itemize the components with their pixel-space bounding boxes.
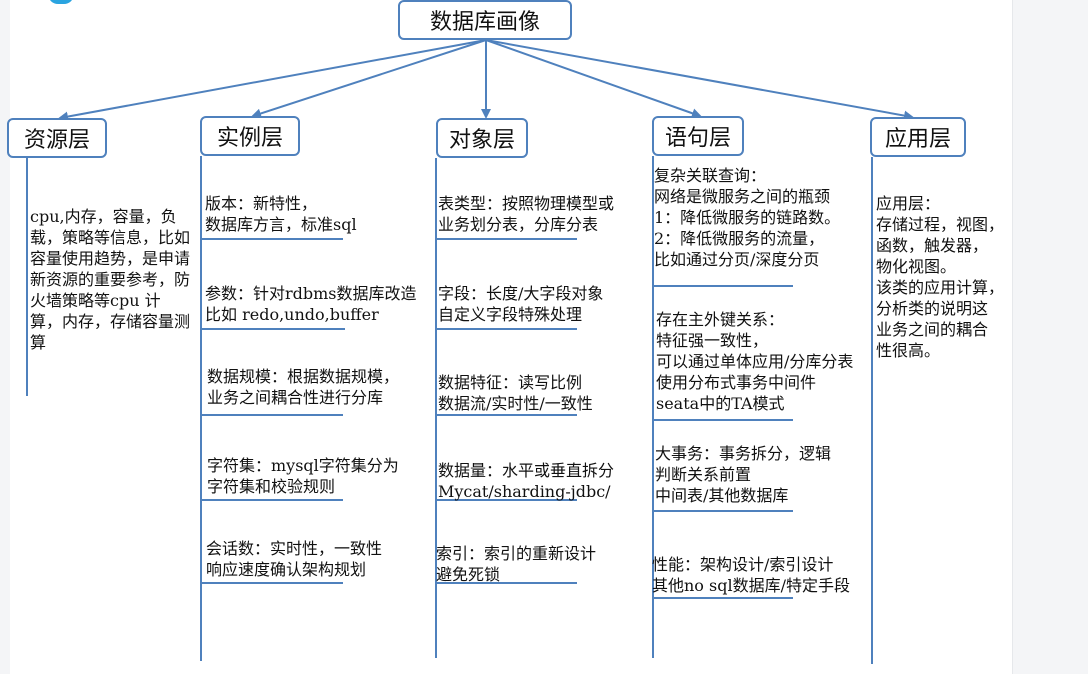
corner-decoration [48,0,74,4]
layer-resource: 资源层 [7,118,107,158]
statement-note-performance: 性能：架构设计/索引设计 其他no sql数据库/特定手段 [652,555,850,595]
object-note-data-volume: 数据量：水平或垂直拆分 Mycat/sharding-jdbc/ [438,461,615,501]
object-branches [436,238,577,584]
instance-note-params: 参数：针对rdbms数据库改造 比如 redo,undo,buffer [205,284,417,324]
right-margin [1012,0,1088,674]
statement-note-foreign-keys: 存在主外键关系： 特征强一致性， 可以通过单体应用/分库分表 使用分布式事务中间… [656,310,854,413]
arrow-to-resource [58,39,487,122]
statement-note-complex-join: 复杂关联查询： 网络是微服务之间的瓶颈 1：降低微服务的链路数。 2：降低微服务… [654,166,841,269]
layer-application: 应用层 [870,117,966,157]
instance-branches [201,238,345,584]
application-note: 应用层： 存储过程，视图， 函数，触发器， 物化视图。 该类的应用计算， 分析类… [876,194,1005,360]
object-note-data-features: 数据特征：读写比例 数据流/实时性/一致性 [438,373,593,413]
statement-branches [653,285,793,599]
layer-statement: 语句层 [652,116,744,156]
statement-note-big-transaction: 大事务：事务拆分，逻辑 判断关系前置 中间表/其他数据库 [655,444,832,505]
instance-note-charset: 字符集：mysql字符集分为 字符集和校验规则 [207,456,399,496]
arrow-to-instance [251,39,487,119]
layer-spines [26,156,873,664]
arrow-to-application [485,39,914,121]
object-note-index: 索引：索引的重新设计 避免死锁 [436,544,597,584]
instance-note-version: 版本：新特性， 数据库方言，标准sql [205,194,357,234]
instance-note-scale: 数据规模：根据数据规模， 业务之间耦合性进行分库 [207,367,400,407]
root-node: 数据库画像 [398,0,572,40]
instance-note-sessions: 会话数：实时性，一致性 响应速度确认架构规划 [206,539,383,579]
arrow-to-statement [485,39,702,119]
left-margin [0,0,10,674]
root-arrows [58,39,914,122]
resource-note: cpu,内存，容量，负载，策略等信息，比如容量使用趋势，是申请新资源的重要参考，… [30,207,191,352]
layer-instance: 实例层 [200,116,300,156]
object-note-table-type: 表类型：按照物理模型或 业务划分表，分库分表 [438,194,615,234]
object-note-fields: 字段：长度/大字段对象 自定义字段特殊处理 [438,284,604,324]
layer-object: 对象层 [436,118,528,158]
